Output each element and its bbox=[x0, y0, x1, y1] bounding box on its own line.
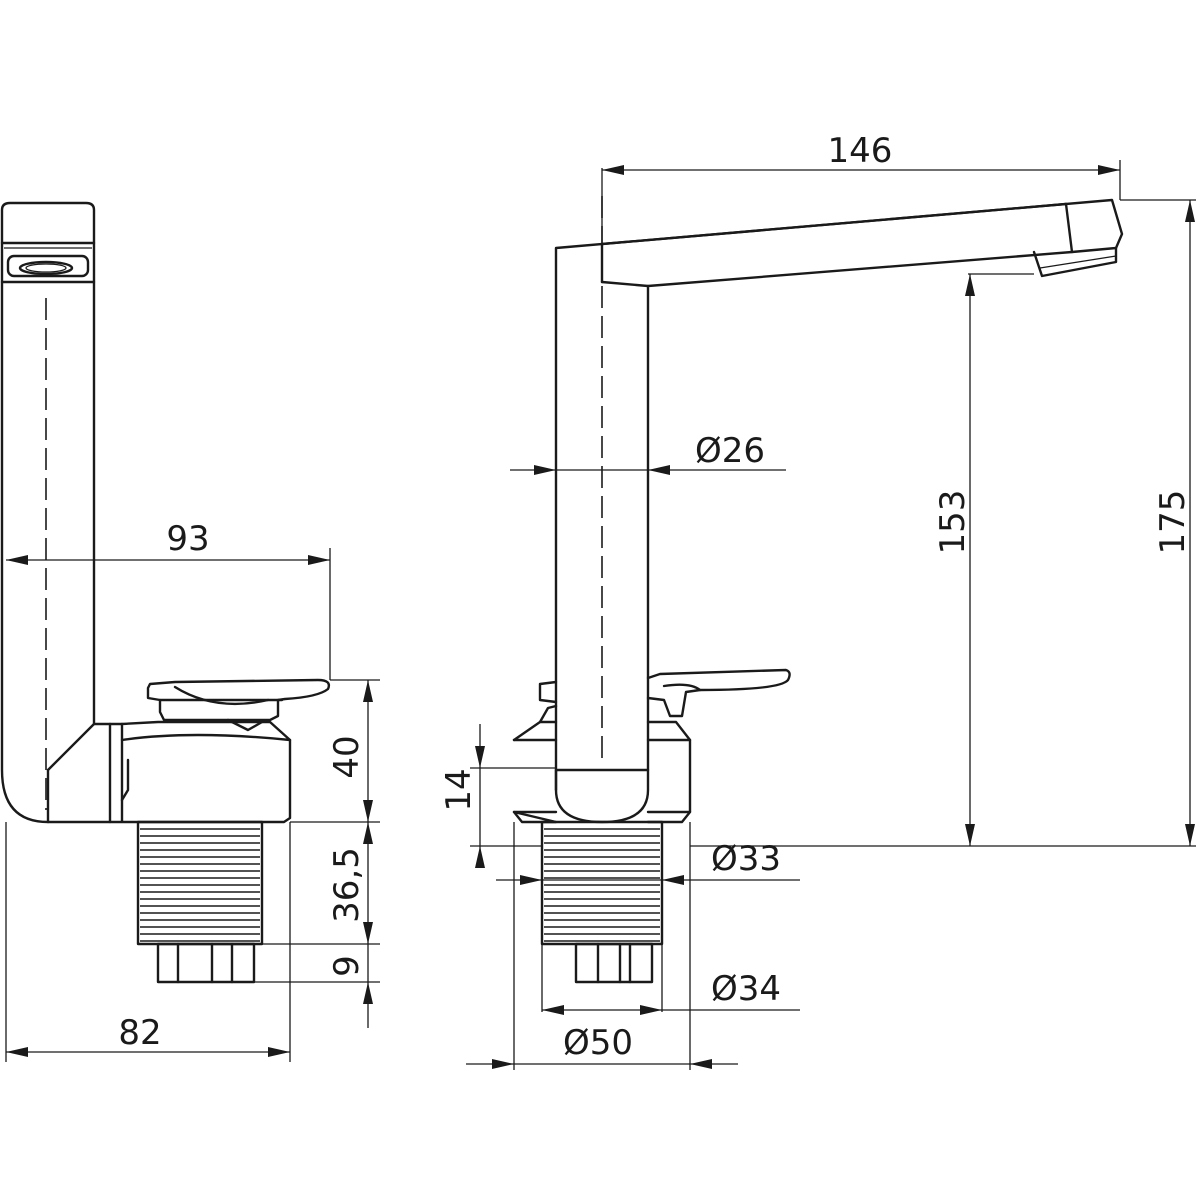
side-view: 93 40 36,5 9 82 bbox=[0, 201, 380, 1062]
dim-front-nut-diameter: Ø34 bbox=[711, 969, 781, 1009]
dim-side-thread-length: 36,5 bbox=[327, 847, 367, 923]
front-lever bbox=[646, 668, 791, 718]
dim-front-column-diameter: Ø26 bbox=[695, 431, 765, 471]
dim-side-nut-height: 9 bbox=[327, 955, 367, 977]
dim-side-lever-reach: 93 bbox=[166, 519, 209, 559]
front-nut bbox=[574, 942, 654, 984]
dim-front-outlet-height: 153 bbox=[933, 490, 973, 555]
side-aerator-outlet bbox=[6, 254, 90, 278]
side-nut bbox=[156, 942, 256, 984]
front-spout bbox=[554, 198, 1124, 824]
dim-front-spout-reach: 146 bbox=[828, 131, 893, 171]
side-lever bbox=[146, 678, 331, 722]
dim-front-base-diameter: Ø50 bbox=[563, 1023, 633, 1063]
dim-side-base-width: 82 bbox=[118, 1013, 161, 1053]
front-aerator bbox=[1032, 246, 1118, 278]
dim-front-total-height: 175 bbox=[1153, 490, 1193, 555]
front-thread bbox=[540, 820, 664, 946]
side-aerator-head bbox=[0, 201, 96, 284]
dim-front-thread-diameter: Ø33 bbox=[711, 839, 781, 879]
front-view: 146 Ø26 153 175 14 Ø33 Ø34 bbox=[439, 131, 1196, 1070]
side-column bbox=[0, 280, 112, 824]
dim-side-body-height: 40 bbox=[327, 735, 367, 778]
side-thread bbox=[136, 820, 264, 946]
dim-front-base-offset: 14 bbox=[439, 768, 479, 811]
